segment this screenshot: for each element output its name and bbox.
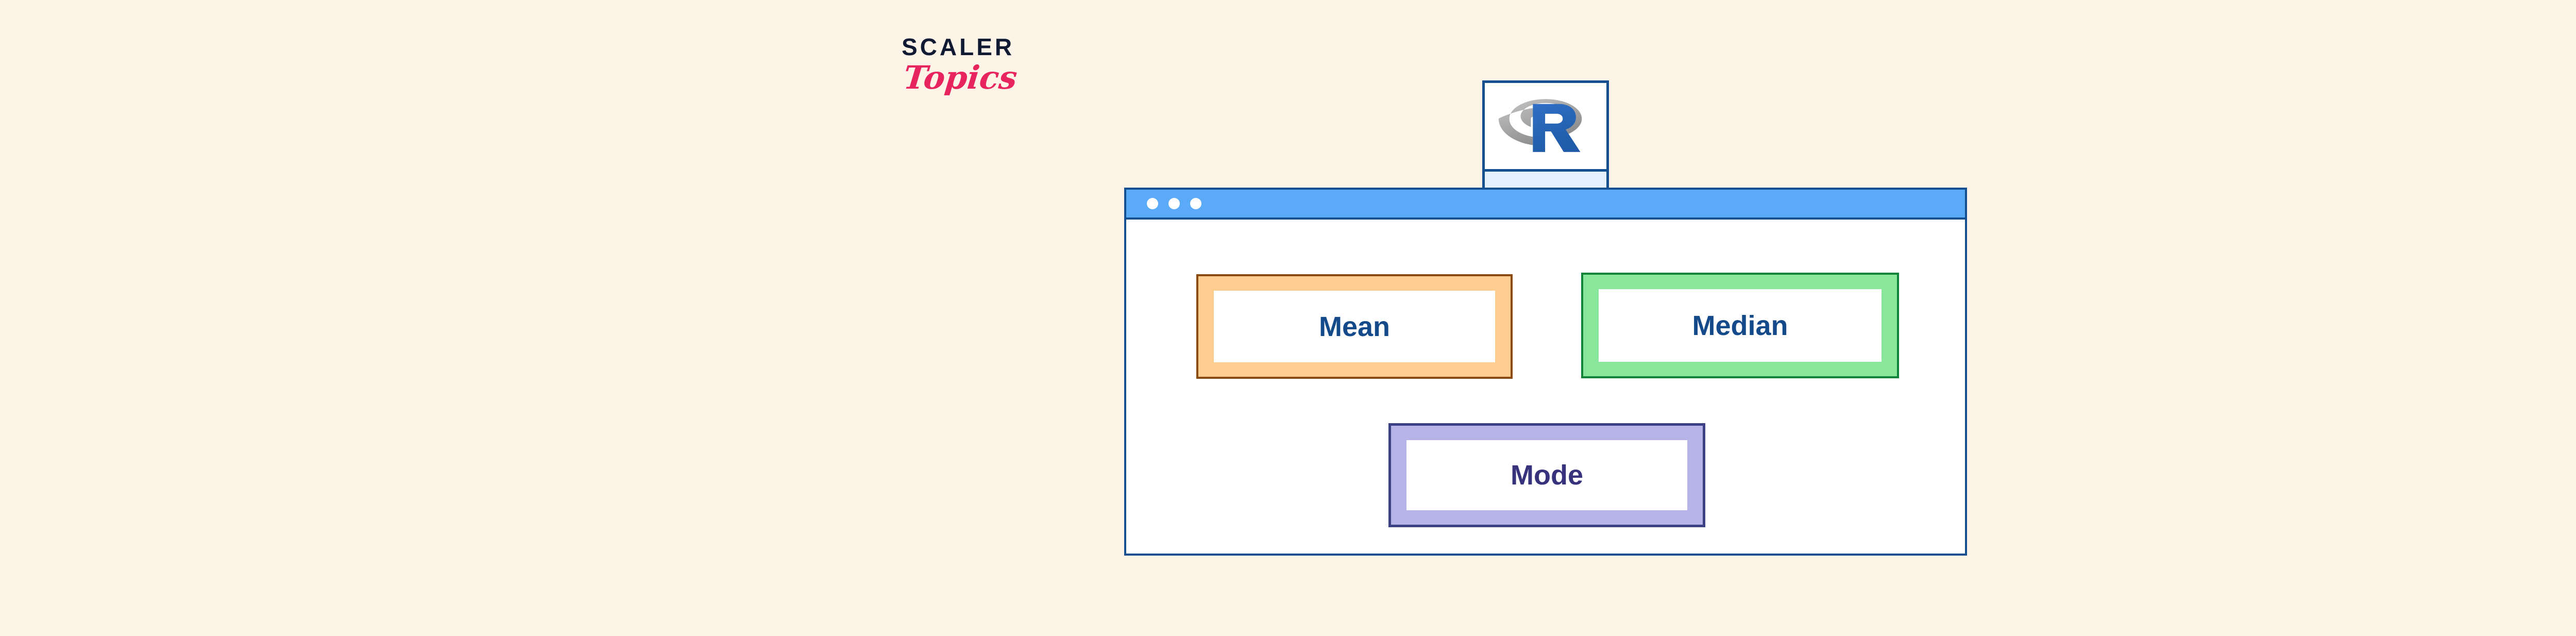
concept-card-median-inner: Median xyxy=(1599,289,1882,362)
r-language-icon xyxy=(1497,88,1595,165)
brand-logo-topics-text: Topics xyxy=(902,59,1019,96)
brand-logo-scaler-text: SCALER xyxy=(902,34,1015,60)
concept-card-mean[interactable]: Mean xyxy=(1196,274,1513,379)
r-logo-card xyxy=(1482,80,1609,195)
brand-logo: SCALER Topics xyxy=(902,35,1036,112)
concept-card-mode-label: Mode xyxy=(1511,460,1583,491)
window-maximize-dot-icon[interactable] xyxy=(1190,198,1201,209)
r-logo-stage xyxy=(1485,83,1606,172)
window-titlebar[interactable] xyxy=(1126,190,1965,220)
window-close-dot-icon[interactable] xyxy=(1147,198,1158,209)
concept-card-mean-label: Mean xyxy=(1318,311,1391,342)
concept-card-median-label: Median xyxy=(1692,310,1788,341)
window-minimize-dot-icon[interactable] xyxy=(1168,198,1180,209)
concept-card-mode-inner: Mode xyxy=(1406,440,1687,510)
window-body: Mean Median Mode xyxy=(1126,220,1965,554)
browser-window: Mean Median Mode xyxy=(1124,188,1967,556)
concept-card-mean-inner: Mean xyxy=(1214,291,1495,362)
concept-card-mode[interactable]: Mode xyxy=(1388,423,1705,527)
concept-card-median[interactable]: Median xyxy=(1581,273,1899,378)
